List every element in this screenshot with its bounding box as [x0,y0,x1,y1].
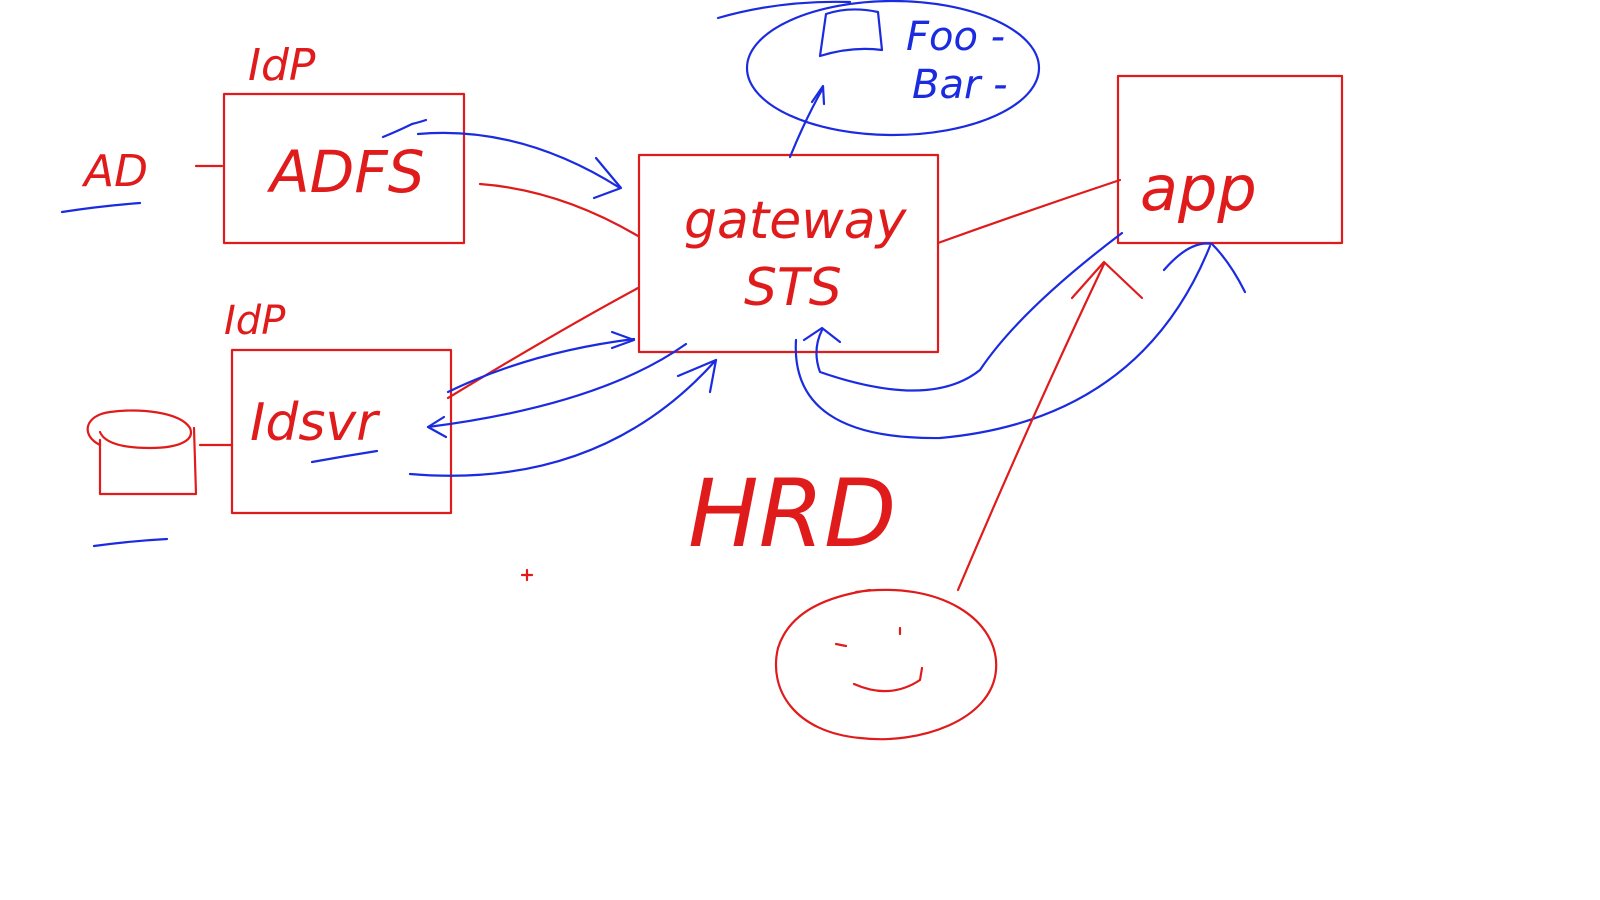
hrd-label: HRD [688,460,896,569]
gateway-to-app-line [936,178,1122,245]
app-to-gateway-arrow [815,231,1124,392]
adfs-label: ADFS [266,138,425,206]
adfs-scribble [381,118,428,139]
user-to-app-arrowhead [1070,260,1144,300]
bar-claim-label: Bar - [912,62,1008,108]
adfs-to-gateway-line [478,182,640,238]
ad-label: AD [81,146,148,197]
gateway-to-idsvr-arrowhead [426,415,448,439]
idsvr-return-arrowhead [676,358,718,394]
idsvr-return-arrow [408,358,718,477]
idp-label-bottom: IdP [224,298,286,344]
smiley-user-icon [774,588,998,741]
app-box [1116,74,1344,245]
sts-label: STS [744,258,842,318]
app-to-gateway-arrowhead [802,326,842,344]
idsvr-underline [310,449,379,464]
gateway-to-idsvr-arrow [426,342,688,429]
database-cylinder-icon [86,409,198,496]
app-label: app [1140,152,1257,225]
idsvr-box [230,348,453,515]
gateway-to-app-arrow [794,244,1212,440]
foo-claim-label: Foo - [906,14,1005,60]
gateway-sts-box [637,153,940,354]
ellipse-overlap-stroke [716,0,852,20]
gateway-to-claims-arrow [788,86,825,159]
idsvr-label: Idsvr [250,393,381,453]
idp-label-top: IdP [248,40,316,91]
cursor-mark [520,568,534,582]
ad-underline [60,201,142,214]
claims-box-icon [818,8,884,58]
adfs-to-gateway-arrow [416,131,622,190]
gateway-to-app-arrowhead [1162,242,1247,294]
claims-ellipse [745,0,1041,137]
gateway-label: gateway [684,191,908,251]
adfs-to-gateway-arrowhead [592,156,623,200]
idsvr-to-gateway-arrowhead [610,330,636,350]
idsvr-to-gateway-arrow [446,337,636,394]
gateway-to-claims-arrowhead [810,84,826,106]
idsvr-to-gateway-line [446,286,640,400]
user-to-app-arrow [956,262,1106,592]
adfs-box [222,92,466,245]
db-underline [92,537,169,548]
